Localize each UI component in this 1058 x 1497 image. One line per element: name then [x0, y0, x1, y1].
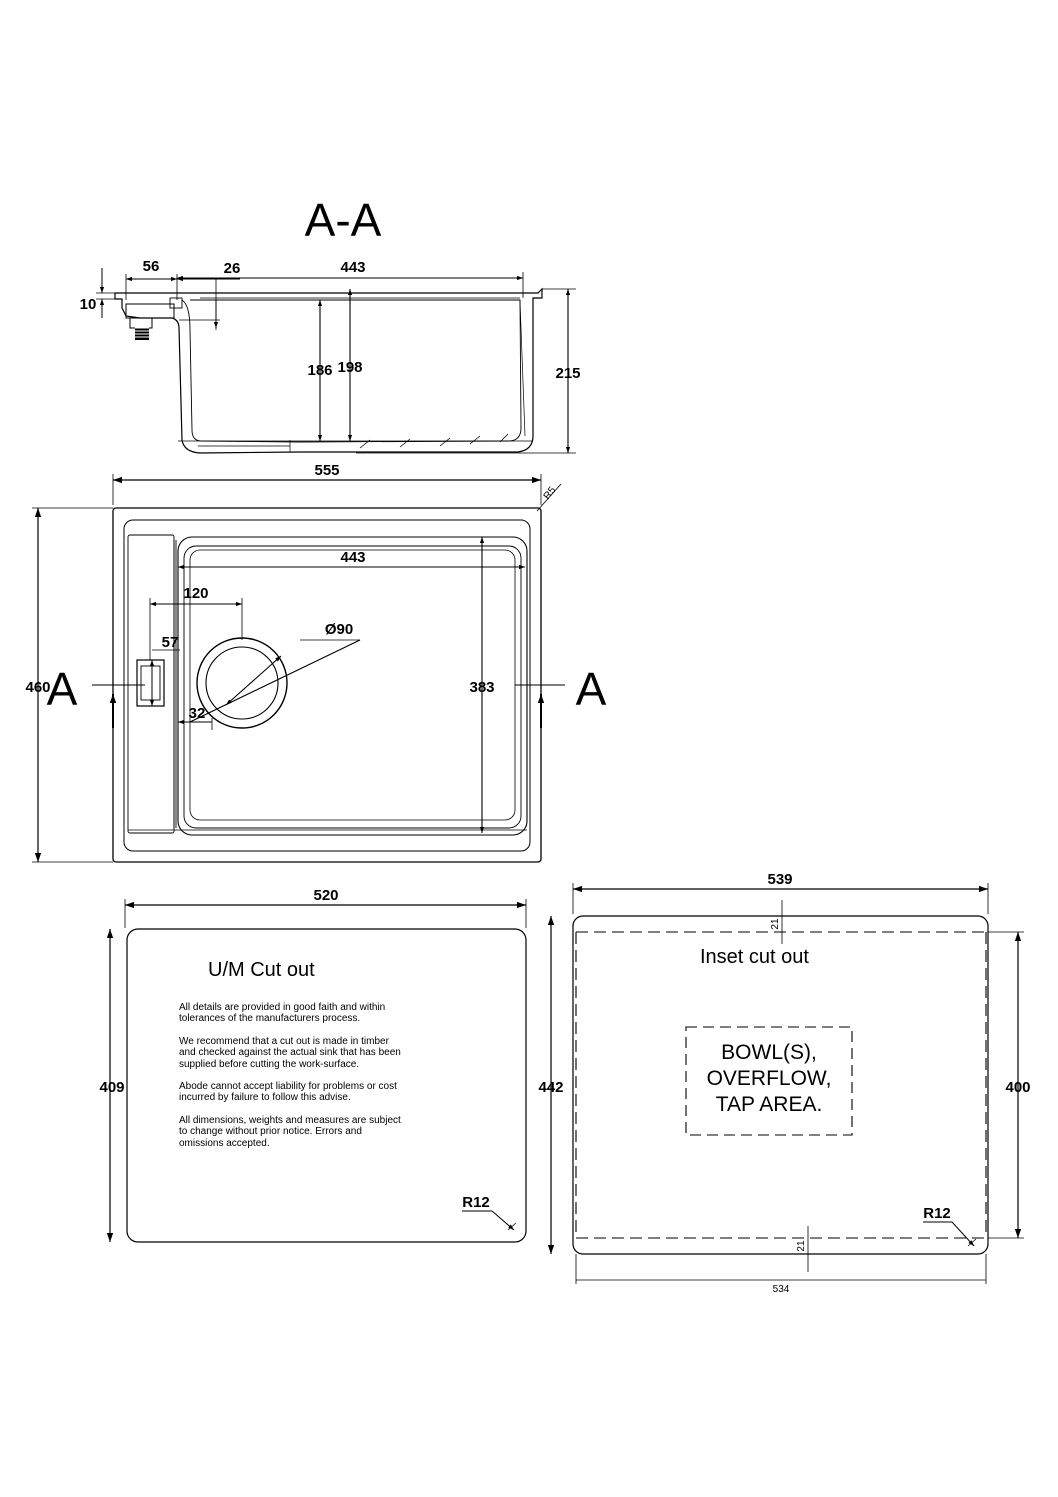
- um-cutout-notes: All details are provided in good faith a…: [179, 1002, 404, 1160]
- dim-waste-diameter: Ø90: [325, 621, 353, 638]
- dim-bowl-depth: 383: [469, 679, 494, 696]
- um-radius-label: R12: [462, 1194, 490, 1211]
- um-cutout-title: U/M Cut out: [208, 959, 315, 981]
- bowl-area-line: TAP AREA.: [715, 1093, 823, 1116]
- dim-um-height: 409: [99, 1079, 124, 1096]
- section-marker-left: A: [47, 663, 78, 715]
- dim-bowl-depth-front: 186: [307, 362, 332, 379]
- section-marker-right: A: [576, 663, 607, 715]
- dim-inset-outer-height: 442: [538, 1079, 563, 1096]
- dim-bowl-depth-rear: 198: [337, 359, 362, 376]
- plan-view: 555 R5 443 120 Ø90: [25, 462, 607, 863]
- note-paragraph: All dimensions, weights and measures are…: [179, 1114, 401, 1149]
- note-paragraph: We recommend that a cut out is made in t…: [179, 1035, 401, 1070]
- dim-offset-32: 32: [189, 705, 206, 722]
- section-view: A-A 56 26 443: [80, 194, 581, 454]
- dim-waste-offset: 120: [183, 585, 208, 602]
- dim-inset-inner-height: 400: [1005, 1079, 1030, 1096]
- dim-offset: 26: [224, 260, 241, 277]
- dim-section-depth: 215: [555, 365, 580, 382]
- dim-overflow-height: 57: [162, 634, 179, 651]
- dim-bowl-width: 443: [340, 549, 365, 566]
- sink-section-inner: [181, 299, 522, 443]
- dim-um-width: 520: [313, 887, 338, 904]
- dim-section-width: 443: [340, 259, 365, 276]
- bowl-area-line: OVERFLOW,: [706, 1067, 832, 1090]
- note-paragraph: All details are provided in good faith a…: [179, 1002, 386, 1025]
- dim-plan-width: 555: [314, 462, 339, 479]
- dim-corner-radius: R5: [542, 485, 559, 502]
- bowl-area-label: BOWL(S), OVERFLOW, TAP AREA.: [686, 1040, 852, 1118]
- bowl-area-line: BOWL(S),: [721, 1041, 817, 1064]
- dim-flange-thickness: 10: [80, 296, 97, 313]
- note-paragraph: Abode cannot accept liability for proble…: [179, 1081, 397, 1104]
- dim-plan-depth: 460: [25, 679, 50, 696]
- dim-flange-width: 56: [143, 258, 160, 275]
- dim-inset-margin-bottom: 21: [796, 1240, 807, 1252]
- inset-cutout-view: 539 21 21 Inset cut out 442 400 534 R12: [538, 871, 1030, 1295]
- dim-inset-inner-width: 534: [773, 1284, 790, 1295]
- section-title: A-A: [305, 194, 382, 246]
- um-cutout-view: 520 409 U/M Cut out R12: [99, 887, 527, 1243]
- dim-inset-margin-top: 21: [770, 918, 781, 930]
- dim-inset-outer-width: 539: [767, 871, 792, 888]
- inset-cutout-title: Inset cut out: [700, 946, 809, 968]
- inset-radius-label: R12: [923, 1205, 951, 1222]
